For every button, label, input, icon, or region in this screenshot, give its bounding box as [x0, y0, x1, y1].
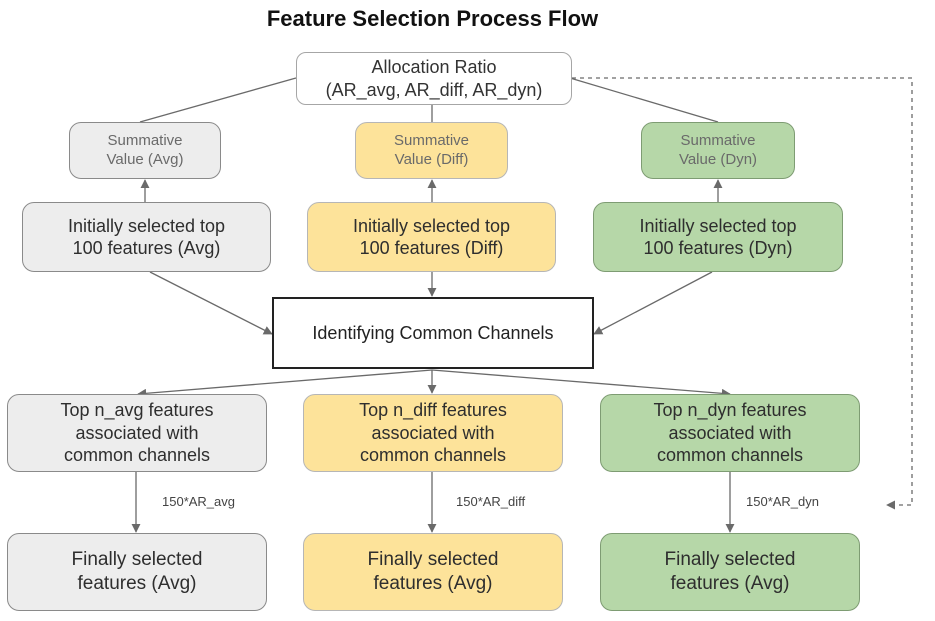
initial-features-avg-node: Initially selected top 100 features (Avg… — [22, 202, 271, 272]
allocation-ratio-line1: Allocation Ratio — [371, 57, 497, 77]
top-n-dyn-line1: Top n_dyn features — [653, 400, 807, 421]
summative-diff-line2: Value (Diff) — [394, 150, 469, 168]
allocation-ratio-line2: (AR_avg, AR_diff, AR_dyn) — [325, 79, 543, 100]
final-dyn-line1: Finally selected — [664, 549, 796, 571]
final-diff-line1: Finally selected — [367, 549, 499, 571]
initial-dyn-line1: Initially selected top — [639, 215, 797, 236]
edge-common-to-top-avg — [137, 369, 433, 398]
summative-avg-line1: Summative — [107, 131, 183, 149]
final-features-avg-node: Finally selected features (Avg) — [7, 533, 267, 611]
allocation-ratio-node: Allocation Ratio (AR_avg, AR_diff, AR_dy… — [296, 52, 572, 105]
final-avg-line2: features (Avg) — [77, 573, 197, 594]
edge-allocation-dashed-feedback — [572, 77, 913, 510]
identifying-common-channels-node: Identifying Common Channels — [272, 297, 594, 369]
summative-value-diff-node: Summative Value (Diff) — [355, 122, 508, 179]
initial-dyn-line2: 100 features (Dyn) — [643, 238, 793, 258]
initial-avg-line1: Initially selected top — [67, 215, 226, 236]
top-n-dyn-line3: common channels — [656, 445, 804, 466]
final-features-diff-node: Finally selected features (Avg) — [303, 533, 563, 611]
final-dyn-line2: features (Avg) — [670, 573, 790, 594]
edge-common-to-top-dyn — [431, 369, 731, 398]
initial-avg-line2: 100 features (Avg) — [72, 238, 221, 258]
common-channels-label: Identifying Common Channels — [312, 322, 554, 343]
initial-features-diff-node: Initially selected top 100 features (Dif… — [307, 202, 556, 272]
top-n-diff-line2: associated with — [371, 422, 495, 443]
initial-features-dyn-node: Initially selected top 100 features (Dyn… — [593, 202, 843, 272]
top-n-dyn-node: Top n_dyn features associated with commo… — [600, 394, 860, 472]
top-n-diff-line3: common channels — [359, 445, 507, 466]
summative-dyn-line1: Summative — [680, 131, 756, 149]
summative-value-avg-node: Summative Value (Avg) — [69, 122, 221, 179]
edge-label-ar-diff: 150*AR_diff — [456, 494, 526, 509]
edge-initial-dyn-to-common — [593, 271, 713, 335]
top-n-avg-line3: common channels — [63, 445, 211, 466]
edge-root-to-summative-dyn — [569, 77, 719, 123]
final-avg-line1: Finally selected — [71, 549, 203, 571]
final-diff-line2: features (Avg) — [373, 573, 493, 594]
top-n-avg-line2: associated with — [75, 422, 199, 443]
top-n-diff-line1: Top n_diff features — [359, 400, 507, 421]
initial-diff-line2: 100 features (Diff) — [359, 238, 504, 258]
top-n-avg-node: Top n_avg features associated with commo… — [7, 394, 267, 472]
diagram-title: Feature Selection Process Flow — [266, 6, 599, 31]
top-n-dyn-line2: associated with — [668, 422, 792, 443]
initial-diff-line1: Initially selected top — [352, 215, 511, 236]
top-n-avg-line1: Top n_avg features — [60, 400, 214, 421]
summative-diff-line1: Summative — [393, 131, 470, 149]
summative-avg-line2: Value (Avg) — [106, 150, 184, 168]
edge-label-ar-avg: 150*AR_avg — [162, 494, 235, 509]
edge-root-to-summative-avg — [139, 77, 297, 123]
summative-value-dyn-node: Summative Value (Dyn) — [641, 122, 795, 179]
edge-label-ar-dyn: 150*AR_dyn — [746, 494, 819, 509]
final-features-dyn-node: Finally selected features (Avg) — [600, 533, 860, 611]
edge-initial-avg-to-common — [149, 271, 273, 335]
top-n-diff-node: Top n_diff features associated with comm… — [303, 394, 563, 472]
summative-dyn-line2: Value (Dyn) — [678, 150, 758, 168]
